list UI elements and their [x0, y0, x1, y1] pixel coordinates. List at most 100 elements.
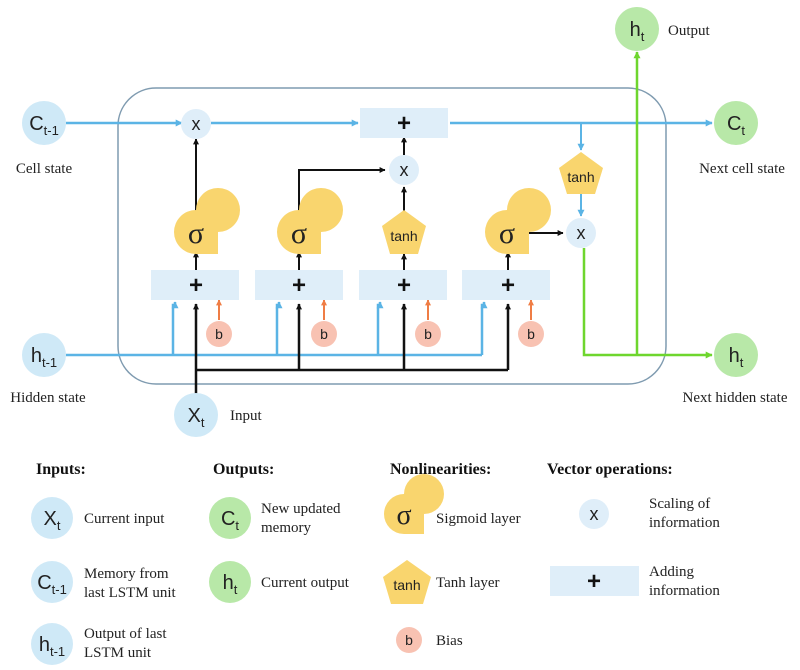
output-node: ht Output [615, 7, 711, 51]
forget-bias-node: b [206, 321, 232, 347]
scale-symbol: x [192, 114, 201, 134]
svg-text:Ct: Ct [727, 113, 745, 138]
forget-scale-node: x [181, 109, 211, 139]
candidate-bias-node: b [415, 321, 441, 347]
legend: Inputs: Xt Current input Ct-1 Memory fro… [31, 461, 720, 665]
cell-state-input-node: Ct-1 Cell state [16, 101, 73, 177]
legend-item-bias: b Bias [396, 627, 463, 653]
node-label: Hidden state [10, 390, 86, 406]
node-symbol: h [630, 19, 641, 41]
node-symbol: h [729, 345, 740, 367]
svg-text:information: information [649, 583, 720, 599]
forget-adder: + [151, 270, 239, 300]
tanh-label: tanh [567, 169, 594, 185]
svg-text:memory: memory [261, 520, 311, 536]
node-symbol: h [31, 345, 42, 367]
svg-text:Ct-1: Ct-1 [29, 113, 59, 138]
svg-text:Sigmoid layer: Sigmoid layer [436, 511, 521, 527]
sigma-symbol: σ [291, 217, 307, 250]
svg-text:Output of last: Output of last [84, 626, 167, 642]
legend-outputs-heading: Outputs: [213, 461, 274, 478]
legend-item-sigmoid: σ Sigmoid layer [384, 474, 521, 534]
svg-text:ht: ht [729, 345, 744, 370]
output-bias-node: b [518, 321, 544, 347]
node-label: Input [230, 408, 262, 424]
output-scale-node: x [566, 218, 596, 248]
legend-item-current-output: ht Current output [209, 561, 350, 603]
bias-symbol: b [215, 326, 223, 342]
add-symbol: + [189, 272, 203, 299]
tanh-label: tanh [390, 228, 417, 244]
connections [66, 51, 713, 394]
svg-text:Current input: Current input [84, 511, 165, 527]
svg-text:ht: ht [223, 572, 238, 597]
svg-text:New updated: New updated [261, 501, 341, 517]
scale-symbol: x [577, 223, 586, 243]
svg-text:ht-1: ht-1 [39, 634, 65, 659]
input-node: Xt Input [174, 393, 262, 437]
sigma-symbol: σ [188, 217, 204, 250]
svg-text:Bias: Bias [436, 633, 463, 649]
node-symbol: C [727, 113, 741, 135]
cell-add-node: + [360, 108, 448, 138]
svg-text:ht: ht [630, 19, 645, 44]
svg-text:information: information [649, 515, 720, 531]
node-subscript: t [741, 123, 745, 138]
output-sigmoid-gate: σ [485, 188, 551, 254]
svg-text:Current output: Current output [261, 575, 350, 591]
node-symbol: X [188, 405, 201, 427]
legend-item-scaling: x Scaling of information [579, 496, 720, 531]
svg-text:Memory from: Memory from [84, 566, 169, 582]
svg-text:Adding: Adding [649, 564, 695, 580]
svg-text:ht-1: ht-1 [31, 345, 57, 370]
legend-item-new-memory: Ct New updated memory [209, 497, 341, 539]
svg-text:LSTM unit: LSTM unit [84, 645, 152, 661]
bias-symbol: b [424, 326, 432, 342]
node-label: Cell state [16, 161, 73, 177]
legend-item-current-input: Xt Current input [31, 497, 165, 539]
sigma-symbol: σ [499, 217, 515, 250]
next-hidden-state-node: ht Next hidden state [683, 333, 788, 406]
input-bias-node: b [311, 321, 337, 347]
legend-inputs-heading: Inputs: [36, 461, 86, 478]
node-subscript: t [740, 355, 744, 370]
svg-text:x: x [590, 504, 599, 524]
add-symbol: + [397, 272, 411, 299]
input-sigmoid-gate: σ [277, 188, 343, 254]
candidate-tanh-gate: tanh [382, 210, 426, 254]
svg-text:tanh: tanh [393, 577, 420, 593]
add-symbol: + [292, 272, 306, 299]
bias-symbol: b [527, 326, 535, 342]
legend-item-adding: + Adding information [550, 564, 720, 599]
svg-text:b: b [405, 632, 413, 648]
node-subscript: t-1 [42, 355, 57, 370]
scale-symbol: x [400, 160, 409, 180]
svg-text:Xt: Xt [44, 508, 61, 533]
output-adder: + [462, 270, 550, 300]
node-subscript: t [641, 29, 645, 44]
svg-text:σ: σ [396, 500, 411, 531]
next-cell-state-node: Ct Next cell state [699, 101, 785, 177]
node-label: Next cell state [699, 161, 785, 177]
node-symbol: C [29, 113, 43, 135]
svg-text:Xt: Xt [188, 405, 205, 430]
legend-item-previous-output: ht-1 Output of last LSTM unit [31, 623, 167, 665]
svg-text:last LSTM unit: last LSTM unit [84, 585, 177, 601]
svg-text:Ct-1: Ct-1 [37, 572, 67, 597]
input-scale-node: x [389, 155, 419, 185]
input-adder: + [255, 270, 343, 300]
node-label: Output [668, 23, 711, 39]
hidden-state-input-node: ht-1 Hidden state [10, 333, 86, 406]
candidate-adder: + [359, 270, 447, 300]
node-subscript: t-1 [44, 123, 59, 138]
legend-vector-ops-heading: Vector operations: [547, 461, 673, 478]
svg-text:Tanh layer: Tanh layer [436, 575, 500, 591]
add-symbol: + [397, 110, 411, 137]
add-symbol: + [501, 272, 515, 299]
svg-text:+: + [587, 568, 601, 595]
legend-item-tanh: tanh Tanh layer [383, 560, 500, 604]
bias-symbol: b [320, 326, 328, 342]
legend-item-memory: Ct-1 Memory from last LSTM unit [31, 561, 177, 603]
cell-tanh-gate: tanh [559, 152, 603, 194]
